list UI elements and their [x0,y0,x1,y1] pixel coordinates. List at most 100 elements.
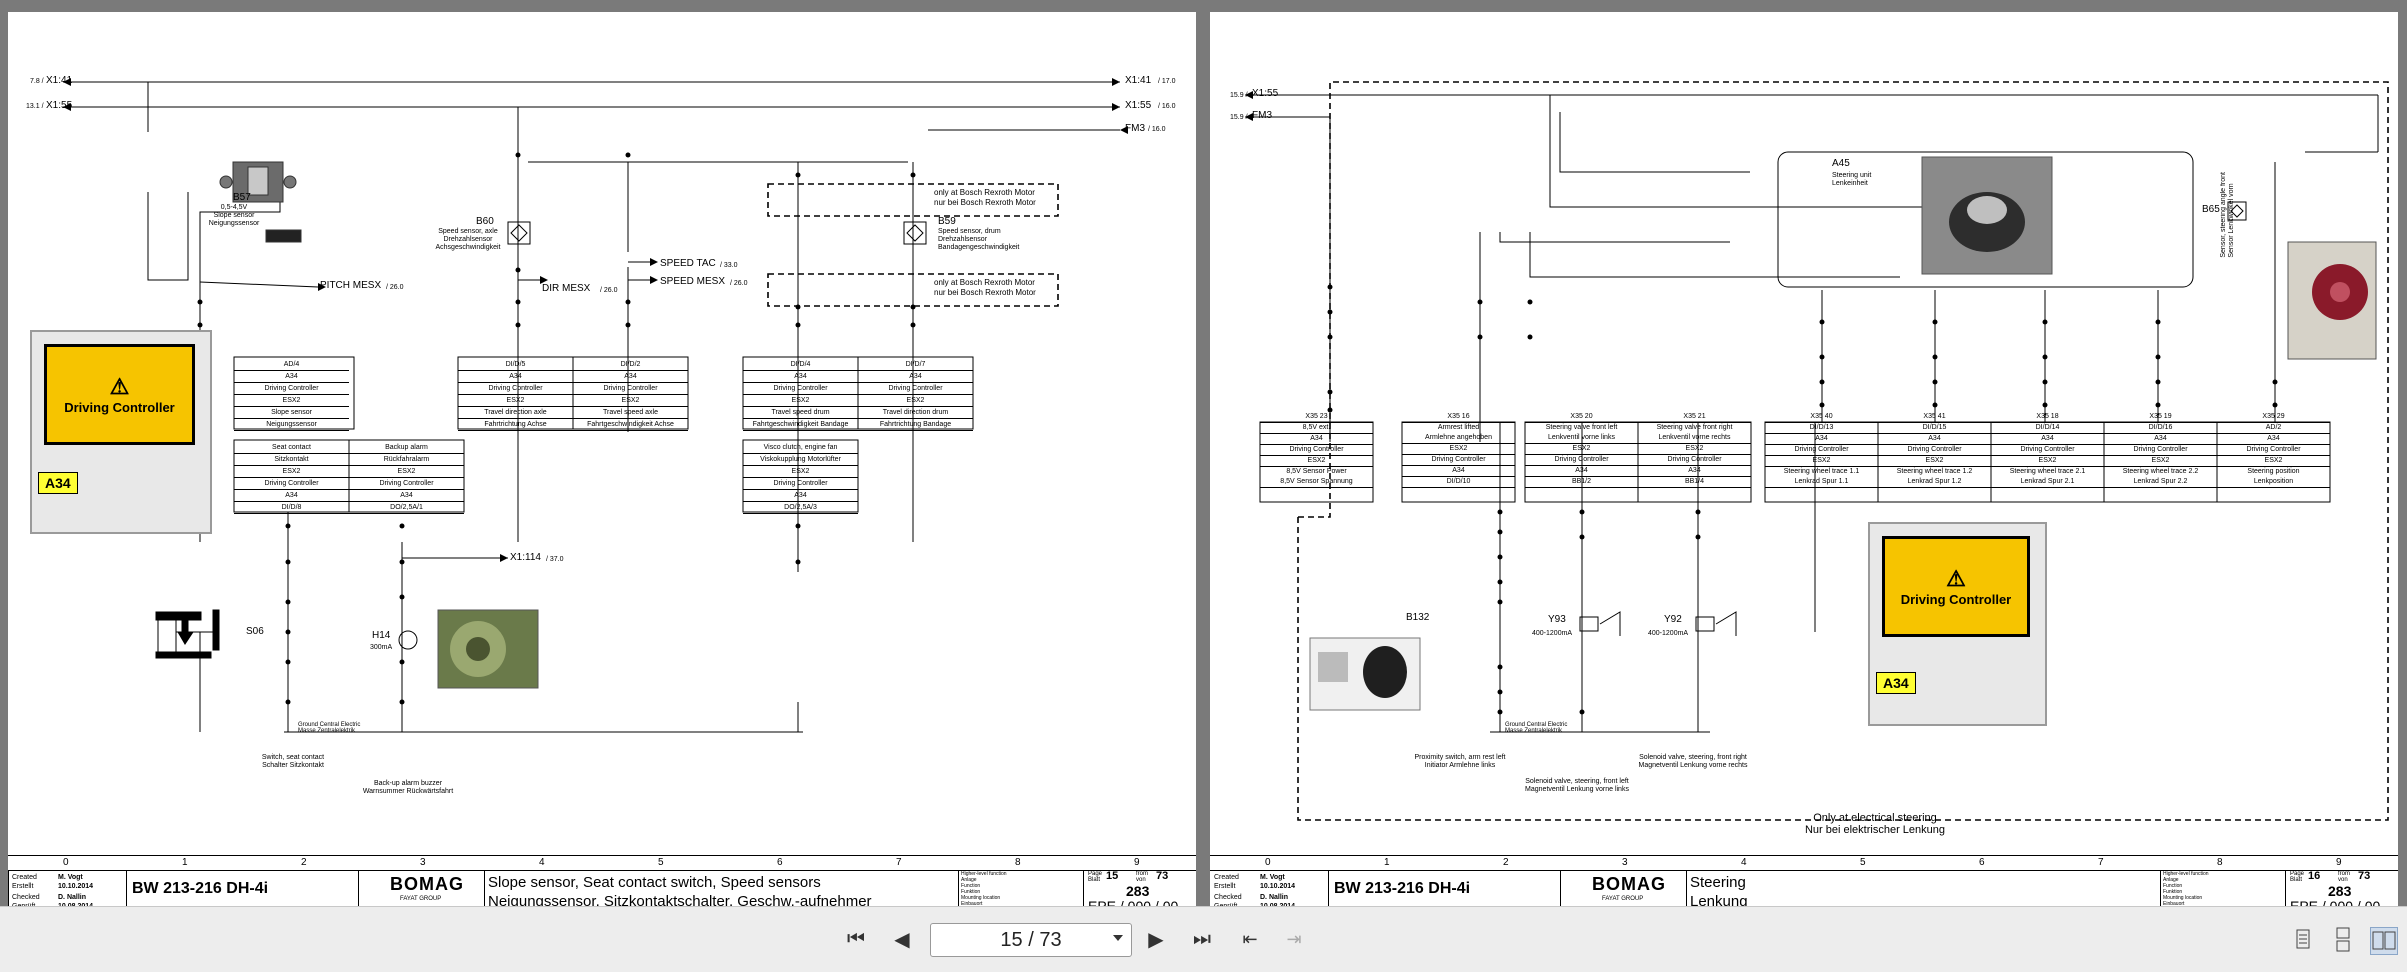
from-num-left: 73 [1156,870,1169,882]
box-dc: Driving Controller [1878,445,1991,456]
box-dc: Driving Controller [1260,445,1373,456]
box-t1: Steering valve front right Lenkventil vo… [1638,423,1751,444]
box-dc: Driving Controller [349,478,464,490]
first-page-button[interactable]: ⏮ [842,925,870,953]
box-t2: 8,5V Sensor Power 8,5V Sensor Spannung [1260,467,1373,488]
box-a: A34 [2217,434,2330,445]
first-page-icon: ⏮ [847,927,865,950]
box-esx: ESX2 [743,466,858,478]
signal-x1-114[interactable]: X1:114 [510,552,541,563]
back-to-previous-view-button[interactable]: ⇤ [1236,925,1264,953]
box-a: A34 [234,490,349,502]
column-number: 6 [1979,857,1985,868]
last-page-button[interactable]: ⏭ [1188,925,1216,953]
box-pin: X35 40 [1765,412,1878,423]
column-number: 2 [301,857,307,868]
bomag-sub-left: FAYAT GROUP [400,896,442,902]
signal-fm3-right[interactable]: FM3 [1125,123,1145,134]
svg-text:Ground Central Electric: Ground Central Electric [298,722,360,728]
ref-fm3-right: / 16.0 [1148,126,1166,133]
box-pin: DI/D/7 [858,359,973,371]
driving-controller-image: ⚠ Driving Controller A34 [30,330,212,534]
box-t2: Neigungssensor [234,419,349,431]
signal-speed-mesx[interactable]: SPEED MESX [660,276,726,287]
b59-desc: Speed sensor, drum Drehzahlsensor Bandag… [938,228,1020,251]
signal-x1-41-left[interactable]: X1:41 [46,75,73,86]
signal-x1-55-left[interactable]: X1:55 [46,100,73,111]
page-selector[interactable]: 15 / 73 [930,923,1132,957]
b60-label: B60 [476,216,494,227]
column-number: 7 [2098,857,2104,868]
signal-fm3-right-page[interactable]: FM3 [1252,110,1272,121]
next-page-button[interactable]: ▶ [1142,925,1170,953]
created-date-left: 10.10.2014 [58,883,94,890]
signal-x1-41-right[interactable]: X1:41 [1125,75,1152,86]
signal-x1-55-right-page[interactable]: X1:55 [1252,88,1279,99]
box-t1: Visco clutch, engine fan [743,442,858,454]
driving-controller-image-right: ⚠ Driving Controller A34 [1868,522,2047,726]
b60-desc: Speed sensor, axle Drehzahlsensor Achsge… [435,228,501,251]
single-page-view-button[interactable] [2290,927,2316,953]
box-dc: Driving Controller [2104,445,2217,456]
signal-x1-55-right[interactable]: X1:55 [1125,100,1152,111]
box-pin: DO/2,5A/3 [743,502,858,514]
viewer-toolbar: ⏮ ◀ 15 / 73 ▶ ⏭ ⇤ ⇥ [0,906,2407,972]
a45-desc: Steering unit Lenkeinheit [1832,172,1872,187]
box-esx: ESX2 [458,395,573,407]
forward-view-button[interactable]: ⇥ [1280,925,1308,953]
box-dc: Driving Controller [743,478,858,490]
signal-pitch-mesx[interactable]: PITCH MESX [320,280,382,291]
description-en-left: Slope sensor, Seat contact switch, Speed… [488,874,821,891]
box-a: A34 [2104,434,2217,445]
box-t1: DI/D/15 [1878,423,1991,434]
box-esx: A34 [1525,466,1638,477]
created-label-left: Created Erstellt [12,874,37,890]
document-viewport[interactable]: Ground Central Electric Masse Zentralele… [0,0,2407,914]
box-t2: Viskokupplung Motorlüfter [743,454,858,466]
box-t2: Steering wheel trace 2.2 Lenkrad Spur 2.… [2104,467,2217,488]
box-a: A34 [743,371,858,383]
box-pin: X35 16 [1402,412,1515,423]
two-page-view-button[interactable] [2370,927,2398,955]
single-page-icon [2296,929,2310,949]
from-num-right: 73 [2358,870,2371,882]
bomag-logo-left: BOMAG [390,874,464,894]
signal-speed-tac[interactable]: SPEED TAC [660,258,716,269]
schematic-diagram-right: Ground Central Electric Masse Zentralele… [1245,81,2389,821]
box-esx: ESX2 [2104,456,2217,467]
box-t1: Backup alarm [349,442,464,454]
box-t1: DI/D/14 [1991,423,2104,434]
box-t2: Steering wheel trace 1.2 Lenkrad Spur 1.… [1878,467,1991,488]
box-t1: Armrest lifted Armlehne angehoben [1402,423,1515,444]
a45-label: A45 [1832,158,1850,169]
b57-desc: 0,5-4,5V Slope sensor Neigungssensor [208,204,260,227]
box-esx: ESX2 [349,466,464,478]
warning-icon: ⚠ [109,374,130,399]
box-t2: DI/D/10 [1402,477,1515,488]
signal-dir-mesx[interactable]: DIR MESX [542,283,591,294]
box-dc: Driving Controller [1991,445,2104,456]
box-t2: BB1/2 [1525,477,1638,488]
box-t1: Travel speed drum [743,407,858,419]
ref-x1-55-right: / 16.0 [1158,103,1176,110]
box-t1: Travel speed axle [573,407,688,419]
continuous-view-button[interactable] [2330,927,2356,953]
column-number: 8 [2217,857,2223,868]
y92-desc: 400-1200mA [1648,630,1689,637]
box-esx: ESX2 [1260,456,1373,467]
bosch-note-1: only at Bosch Rexroth Motor nur bei Bosc… [934,188,1036,207]
created-name-left: M. Vogt [58,874,83,881]
box-t2: Fahrtgeschwindigkeit Bandage [743,419,858,431]
box-t2: Steering wheel trace 1.1 Lenkrad Spur 1.… [1765,467,1878,488]
previous-page-button[interactable]: ◀ [888,925,916,953]
page-num-right: 16 [2308,870,2321,882]
